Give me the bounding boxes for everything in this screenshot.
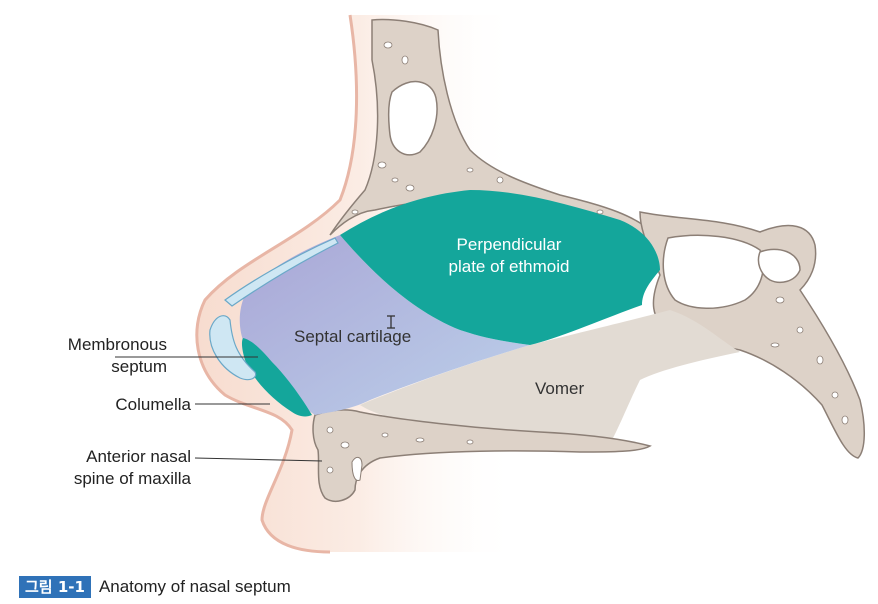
figure-number-badge: 그림 1-1	[19, 576, 91, 598]
skin-outline	[195, 14, 359, 554]
frontal-sinus	[387, 80, 438, 156]
label-anterior-nasal-spine-line1: Anterior nasal	[86, 447, 191, 466]
label-anterior-nasal-spine-line2: spine of maxilla	[74, 469, 192, 488]
vomer-bone	[360, 310, 740, 440]
label-septal-cartilage: Septal cartilage	[294, 327, 411, 346]
text-cursor-icon	[387, 315, 395, 329]
label-columella: Columella	[115, 395, 191, 414]
sphenoid-sinus	[662, 234, 764, 309]
perpendicular-plate-ethmoid	[340, 190, 660, 345]
label-membranous-septum-line2: septum	[111, 357, 167, 376]
leader-anterior-nasal-spine	[194, 457, 323, 462]
figure-title: Anatomy of nasal septum	[98, 577, 291, 596]
bone-texture	[326, 41, 849, 474]
label-membranous-septum-line1: Membronous	[68, 335, 167, 354]
upper-lateral-cartilage	[224, 237, 339, 307]
label-vomer: Vomer	[535, 379, 584, 398]
septal-cartilage	[239, 235, 530, 415]
maxilla-palate	[312, 409, 652, 502]
label-perpendicular-plate-line1: Perpendicular	[457, 235, 562, 254]
incisive-canal	[351, 457, 363, 481]
label-perpendicular-plate-line2: plate of ethmoid	[449, 257, 570, 276]
sella-turcica	[757, 248, 801, 283]
figure-caption: 그림 1-1 Anatomy of nasal septum	[19, 576, 291, 598]
medial-crus-cartilage	[241, 338, 312, 417]
alar-cartilage	[209, 315, 257, 381]
